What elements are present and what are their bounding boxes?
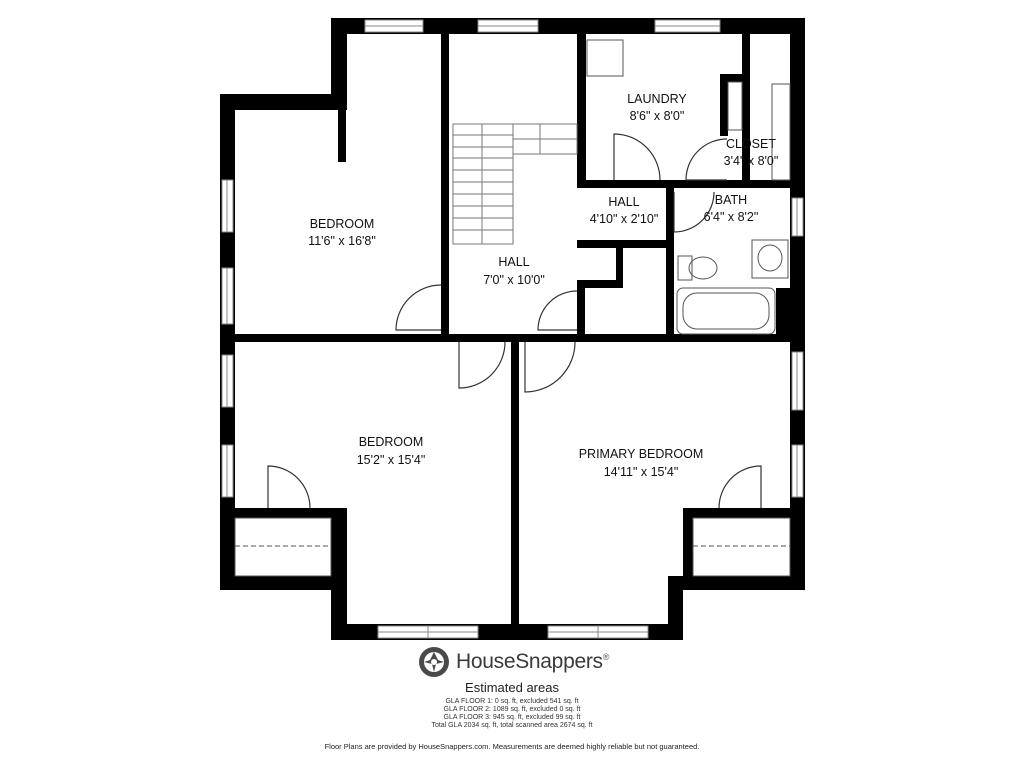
- room-dims-bedroom-nw: 11'6" x 16'8": [308, 234, 376, 248]
- room-dims-bath: 6'4" x 8'2": [704, 210, 759, 224]
- fixtures: [234, 39, 791, 577]
- room-dims-primary-bedroom: 14'11" x 15'4": [604, 465, 679, 479]
- disclaimer: Floor Plans are provided by HouseSnapper…: [324, 742, 700, 751]
- room-dims-closet: 3'4" x 8'0": [724, 154, 779, 168]
- room-name-hall-small: HALL: [608, 195, 639, 209]
- room-dims-bedroom-sw: 15'2" x 15'4": [357, 453, 426, 467]
- room-name-bath: BATH: [715, 193, 747, 207]
- room-dims-laundry: 8'6" x 8'0": [630, 109, 685, 123]
- doors: [267, 133, 762, 509]
- camera-aperture-icon: [419, 647, 449, 677]
- room-name-closet: CLOSET: [726, 137, 776, 151]
- room-dims-hall-main: 7'0" x 10'0": [483, 273, 545, 287]
- brand-name: HouseSnappers®: [456, 650, 610, 673]
- area-line: Total GLA 2034 sq. ft, total scanned are…: [431, 722, 593, 729]
- room-labels: BEDROOM 11'6" x 16'8" HALL 7'0" x 10'0" …: [308, 92, 778, 479]
- room-name-bedroom-nw: BEDROOM: [310, 217, 375, 231]
- areas-title: Estimated areas: [465, 680, 559, 695]
- staircase: [452, 123, 578, 245]
- room-name-primary-bedroom: PRIMARY BEDROOM: [579, 447, 704, 461]
- room-dims-hall-small: 4'10" x 2'10": [590, 212, 659, 226]
- area-line: GLA FLOOR 1: 0 sq. ft, excluded 541 sq. …: [445, 698, 579, 705]
- area-line: GLA FLOOR 3: 945 sq. ft, excluded 99 sq.…: [443, 714, 581, 721]
- area-line: GLA FLOOR 2: 1089 sq. ft, excluded 0 sq.…: [443, 706, 581, 713]
- brand-logo: HouseSnappers®: [418, 645, 609, 679]
- room-name-bedroom-sw: BEDROOM: [359, 435, 424, 449]
- room-name-hall-main: HALL: [498, 255, 529, 269]
- room-name-laundry: LAUNDRY: [627, 92, 687, 106]
- interior-walls: [235, 34, 790, 624]
- estimated-areas: Estimated areas GLA FLOOR 1: 0 sq. ft, e…: [0, 680, 1024, 730]
- floor-plan: BEDROOM 11'6" x 16'8" HALL 7'0" x 10'0" …: [220, 18, 805, 640]
